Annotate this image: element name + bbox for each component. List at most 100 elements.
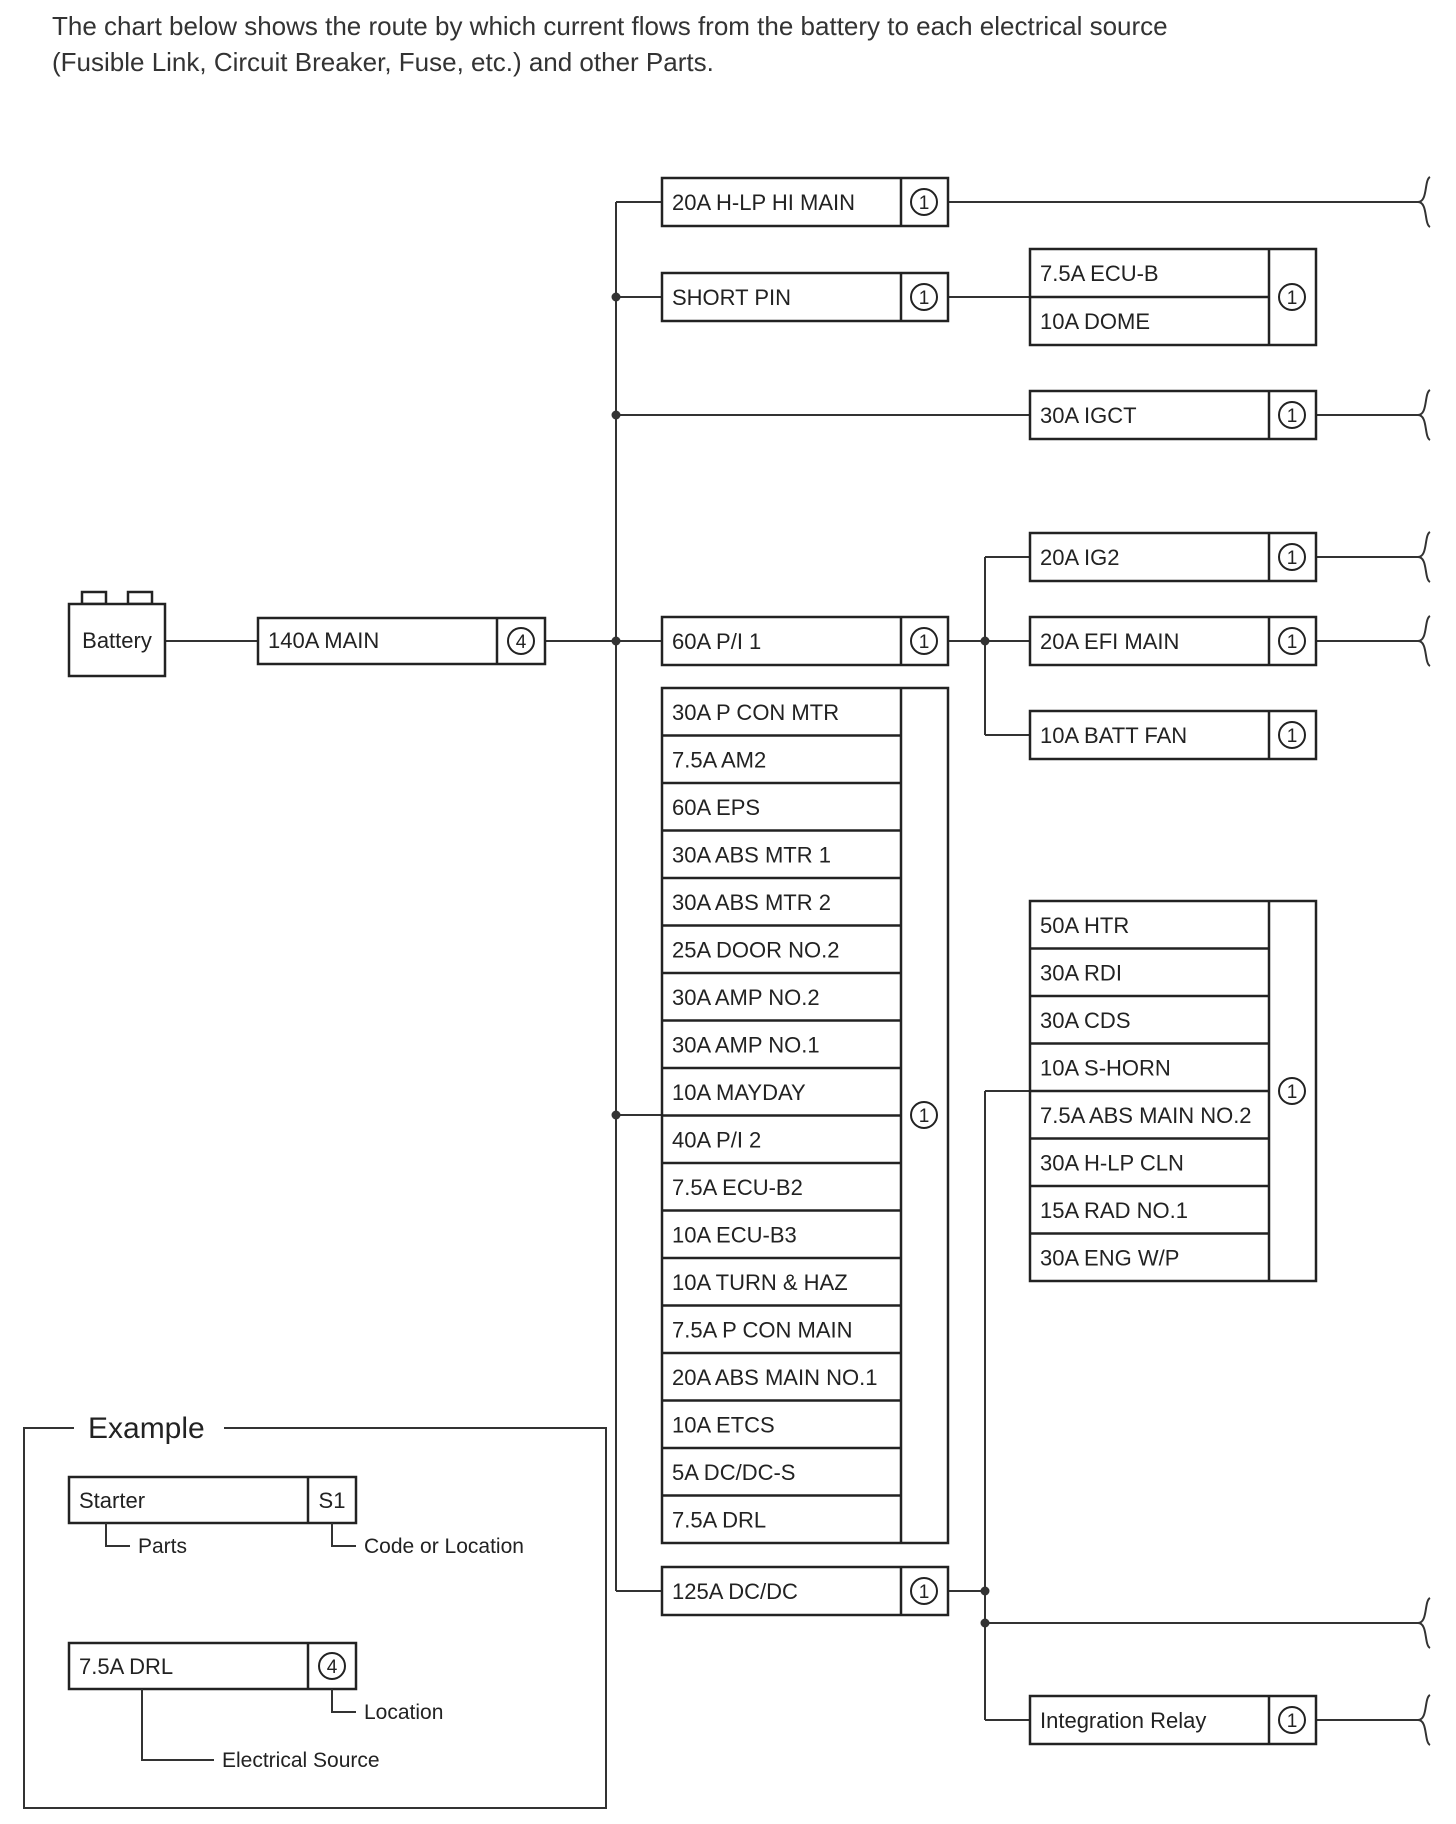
break-mark xyxy=(1417,389,1431,441)
legend-parts-code: S1 xyxy=(319,1488,346,1513)
location-circle xyxy=(1278,401,1306,429)
location-circle xyxy=(1278,543,1306,571)
location-circle xyxy=(1278,721,1306,749)
fuse-label: 20A IG2 xyxy=(1040,545,1120,570)
fuse-label: 50A HTR xyxy=(1040,913,1129,938)
fuse-label: 10A ETCS xyxy=(672,1412,775,1437)
example-legend: Example Starter S1 Parts Code or Locatio… xyxy=(23,1412,607,1809)
fuse-location: 1 xyxy=(919,193,930,214)
fuse-label: 30A ENG W/P xyxy=(1040,1245,1179,1270)
location-circle xyxy=(1278,1706,1306,1734)
fuse-label: 30A ABS MTR 2 xyxy=(672,890,831,915)
battery-terminal-right xyxy=(126,590,154,606)
break-mark xyxy=(1417,615,1431,667)
continuation-marks xyxy=(1417,176,1431,1746)
battery-body xyxy=(67,602,167,678)
fuse-group-location: 1 xyxy=(919,1106,930,1127)
fuse-label: SHORT PIN xyxy=(672,285,791,310)
legend-location-leader xyxy=(331,1689,356,1713)
fuse-20a-ig2: 20A IG2 1 xyxy=(1028,531,1318,583)
fuse-location: 1 xyxy=(1287,548,1298,569)
fuse-label: 20A EFI MAIN xyxy=(1040,629,1179,654)
fuse-group-location: 1 xyxy=(1287,288,1298,309)
break-mark xyxy=(1417,176,1431,228)
legend-source-leader xyxy=(141,1689,214,1761)
junctions xyxy=(611,292,990,1628)
location-circle xyxy=(910,1101,938,1129)
battery-terminal-left xyxy=(80,590,108,606)
junction-node xyxy=(980,1618,990,1628)
legend-parts-label: Starter xyxy=(79,1488,145,1513)
fuse-label: 7.5A ECU-B xyxy=(1040,261,1159,286)
break-mark xyxy=(1417,1694,1431,1746)
fuse-location: 1 xyxy=(919,632,930,653)
location-circle xyxy=(507,627,535,655)
junction-node xyxy=(611,410,621,420)
fuse-label: 30A CDS xyxy=(1040,1008,1131,1033)
fuse-label: 10A ECU-B3 xyxy=(672,1222,797,1247)
junction-node xyxy=(611,292,621,302)
fuse-label: 7.5A DRL xyxy=(672,1507,766,1532)
fuse-label: 10A TURN & HAZ xyxy=(672,1270,848,1295)
wiring xyxy=(165,201,1418,1721)
fuse-label: 7.5A AM2 xyxy=(672,747,766,772)
fuse-label: 60A P/I 1 xyxy=(672,629,761,654)
intro-line-1: The chart below shows the route by which… xyxy=(52,11,1168,41)
fuse-group-main: 30A P CON MTR 7.5A AM2 60A EPS 30A ABS MTR … xyxy=(660,686,950,1545)
legend-parts-note: Parts xyxy=(138,1535,187,1558)
fuse-label: 30A AMP NO.2 xyxy=(672,985,820,1010)
fuse-location: 1 xyxy=(1287,406,1298,427)
relay-location: 1 xyxy=(1287,1711,1298,1732)
location-circle xyxy=(910,627,938,655)
fuse-group-ecu-b: 7.5A ECU-B 10A DOME 1 xyxy=(1028,247,1318,347)
break-mark xyxy=(1417,1597,1431,1649)
fuse-label: 30A P CON MTR xyxy=(672,700,839,725)
fuse-label: 30A AMP NO.1 xyxy=(672,1032,820,1057)
fuse-label: 10A BATT FAN xyxy=(1040,723,1187,748)
fuse-30a-igct: 30A IGCT 1 xyxy=(1028,389,1318,441)
fuse-label: 7.5A ECU-B2 xyxy=(672,1175,803,1200)
junction-node xyxy=(611,1110,621,1120)
junction-node xyxy=(980,636,990,646)
fuse-label: 30A RDI xyxy=(1040,960,1122,985)
fuse-location: 1 xyxy=(919,288,930,309)
fuse-label: 10A DOME xyxy=(1040,309,1150,334)
fuse-group-rows: 30A P CON MTR 7.5A AM2 60A EPS 30A ABS MTR … xyxy=(662,700,901,1532)
fuse-label: 15A RAD NO.1 xyxy=(1040,1198,1188,1223)
fuse-label: 10A S-HORN xyxy=(1040,1055,1171,1080)
fuse-label: 10A MAYDAY xyxy=(672,1080,806,1105)
location-circle xyxy=(910,1577,938,1605)
fuse-label: 30A IGCT xyxy=(1040,403,1137,428)
fuse-label: 20A H-LP HI MAIN xyxy=(672,190,855,215)
fuse-group-location: 1 xyxy=(1287,1082,1298,1103)
legend-parts-leader xyxy=(105,1523,130,1547)
legend-source-note: Electrical Source xyxy=(222,1749,380,1772)
legend-title: Example xyxy=(88,1412,205,1445)
fuse-label: 30A ABS MTR 1 xyxy=(672,842,831,867)
fuse-label: 60A EPS xyxy=(672,795,760,820)
intro-text: The chart below shows the route by which… xyxy=(52,8,1432,80)
location-circle xyxy=(910,188,938,216)
location-circle xyxy=(910,283,938,311)
battery: Battery xyxy=(67,590,167,678)
fuse-10a-batt-fan: 10A BATT FAN 1 xyxy=(1028,709,1318,761)
main-link-location: 4 xyxy=(516,632,527,653)
location-circle xyxy=(1278,283,1306,311)
fuse-label: 5A DC/DC-S xyxy=(672,1460,795,1485)
location-circle xyxy=(1278,627,1306,655)
fuse-60a-p-i-1: 60A P/I 1 1 xyxy=(660,615,950,667)
location-circle xyxy=(318,1652,346,1680)
fuse-label: 7.5A P CON MAIN xyxy=(672,1317,853,1342)
break-mark xyxy=(1417,531,1431,583)
fuse-label: 20A ABS MAIN NO.1 xyxy=(672,1365,877,1390)
battery-label: Battery xyxy=(82,628,152,653)
main-link-label: 140A MAIN xyxy=(268,628,379,653)
short-pin: SHORT PIN 1 xyxy=(660,271,950,323)
legend-source-location: 4 xyxy=(327,1657,338,1678)
legend-frame xyxy=(23,1427,607,1809)
legend-code-leader xyxy=(331,1523,356,1547)
fuse-20a-h-lp-hi-main: 20A H-LP HI MAIN 1 xyxy=(660,176,950,228)
